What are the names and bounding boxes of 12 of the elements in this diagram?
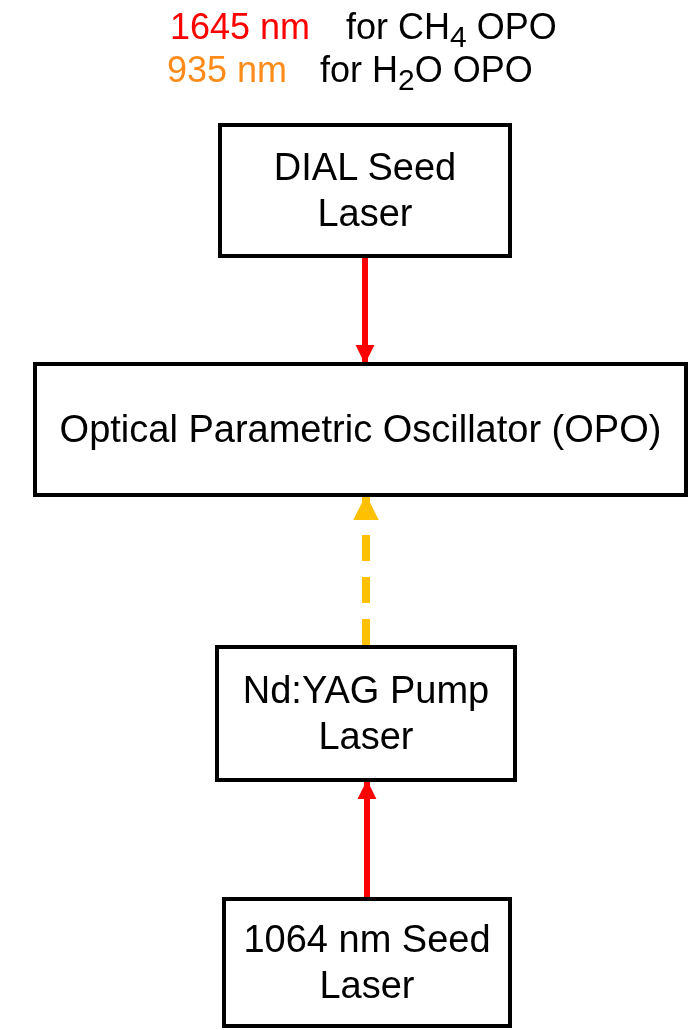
box-label: Optical Parametric Oscillator (OPO) [58, 406, 663, 452]
process-box [215, 645, 517, 782]
box-label: 1064 nm Seed Laser [242, 916, 492, 1008]
process-box [218, 123, 512, 258]
process-box [222, 897, 512, 1028]
process-box [33, 362, 688, 497]
arrow [355, 258, 375, 364]
box-label: DIAL Seed Laser [272, 144, 458, 236]
wavelength-label: 1645 nm [170, 6, 311, 48]
arrow [357, 780, 377, 897]
wavelength-label: 935 nm [167, 49, 288, 91]
box-label: Nd:YAG Pump Laser [241, 667, 491, 759]
